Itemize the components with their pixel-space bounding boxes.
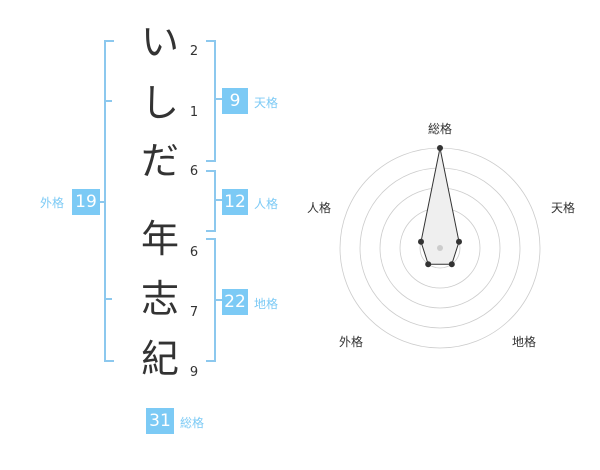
radar-point-2 — [456, 238, 462, 245]
name-char-4: 年 — [140, 217, 179, 261]
stroke-count-5: 7 — [189, 305, 199, 320]
name-char-1: い — [140, 20, 179, 64]
radar-axis-label-gaikaku: 外格 — [339, 334, 363, 349]
radar-point-4 — [425, 261, 432, 268]
radar-point-1 — [437, 145, 443, 151]
stroke-count-2: 1 — [189, 105, 199, 120]
radar-axis-label-jinkaku: 人格 — [307, 200, 331, 215]
gaikaku-bracket-tick-lower — [106, 298, 112, 300]
tenkaku-label: 天格 — [254, 96, 279, 110]
radar-axis-label-chikaku: 地格 — [512, 334, 536, 349]
name-char-5: 志 — [140, 277, 179, 321]
jinkaku-bracket — [206, 170, 216, 232]
radar-point-3 — [448, 261, 455, 268]
chikaku-badge: 22 — [222, 289, 248, 315]
radar-chart: 総格 天格 地格 外格 人格 — [307, 121, 575, 349]
stroke-count-3: 6 — [189, 164, 199, 179]
soukaku-badge: 31 — [146, 408, 174, 434]
radar-area — [420, 147, 460, 265]
name-char-3: だ — [140, 139, 179, 183]
gaikaku-bracket-connector — [99, 201, 104, 203]
stroke-count-1: 2 — [189, 44, 199, 59]
gaikaku-label: 外格 — [40, 196, 65, 210]
stroke-count-4: 6 — [189, 245, 199, 260]
radar-points — [418, 145, 462, 268]
gaikaku-badge: 19 — [72, 189, 100, 215]
tenkaku-bracket — [206, 40, 216, 162]
radar-center-dot — [437, 245, 443, 251]
radar-axis-label-tenkaku: 天格 — [551, 200, 575, 215]
jinkaku-label: 人格 — [254, 197, 279, 211]
chikaku-label: 地格 — [254, 297, 279, 311]
gaikaku-bracket — [104, 40, 114, 362]
tenkaku-bracket-connector — [214, 98, 222, 100]
jinkaku-bracket-connector — [214, 199, 222, 201]
soukaku-label: 総格 — [180, 416, 205, 430]
stroke-count-6: 9 — [189, 365, 199, 380]
radar-axis-label-soukaku: 総格 — [428, 121, 452, 136]
radar-labels: 総格 天格 地格 外格 人格 — [307, 121, 575, 349]
jinkaku-badge: 12 — [222, 189, 248, 215]
radar-point-5 — [418, 238, 424, 245]
chikaku-bracket-connector — [214, 299, 222, 301]
name-char-6: 紀 — [140, 337, 179, 381]
name-char-2: し — [140, 81, 179, 125]
gaikaku-bracket-tick-upper — [106, 100, 112, 102]
tenkaku-badge: 9 — [222, 88, 248, 114]
